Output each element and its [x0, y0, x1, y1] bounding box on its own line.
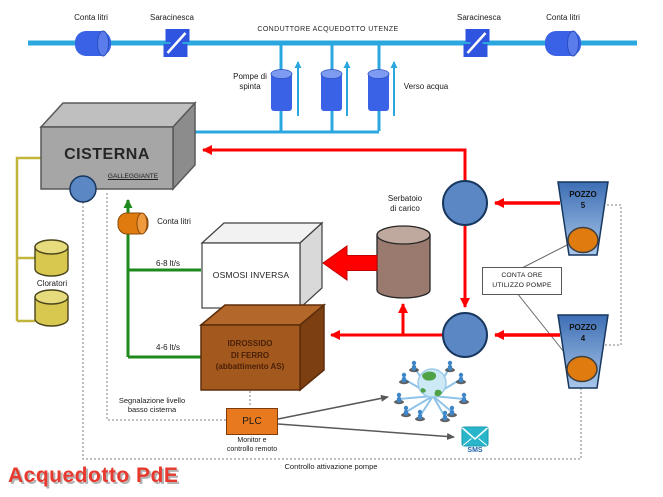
verso-acqua-label: Verso acqua: [403, 82, 449, 91]
flow-meter-right: [545, 30, 581, 57]
aqueduct-pipe: [28, 40, 637, 134]
red-flow-lines: [202, 145, 560, 340]
gate-valve-right: [463, 29, 490, 57]
pozzo5-pump: [567, 226, 599, 254]
controllo-label: Controllo attivazione pompe: [284, 462, 378, 471]
pozzo5-label: POZZO 5: [569, 190, 597, 210]
cloratori-label: Cloratori: [36, 279, 68, 288]
rate-idrossido-label: 4-6 lt/s: [155, 343, 181, 352]
idrossido-label: IDROSSIDO DI FERRO (abbattimento AS): [215, 339, 285, 372]
serbatoio-cylinder: [376, 225, 431, 299]
galleggiante-label: GALLEGGIANTE: [107, 173, 159, 180]
saracinesca-right-label: Saracinesca: [456, 13, 502, 22]
pompe-spinta-label: Pompe di spinta: [233, 72, 267, 91]
conta-litri-meter-cylinder: [117, 212, 149, 235]
flow-meter-left: [75, 30, 111, 57]
cisterna-tank: [39, 101, 197, 191]
cisterna-label: CISTERNA: [64, 146, 150, 163]
osmosi-box: [200, 221, 324, 310]
serbatoio-label: Serbatoio di carico: [387, 194, 423, 213]
conta-ore-box: CONTA ORE UTILIZZO POMPE: [482, 267, 562, 295]
saracinesca-left-label: Saracinesca: [149, 13, 195, 22]
conduit-label: CONDUTTORE ACQUEDOTTO UTENZE: [257, 26, 399, 33]
verso-acqua-arrows: [294, 61, 398, 116]
idrossido-box: [198, 303, 327, 392]
conta-litri-right-label: Conta litri: [546, 13, 580, 22]
sms-label: SMS: [467, 447, 483, 454]
sms-envelope-icon: [461, 426, 489, 447]
segnalazione-label: Segnalazione livello basso cisterna: [118, 396, 186, 415]
network-globe-icon: [394, 360, 469, 423]
pozzo5-shape: [557, 181, 609, 256]
conta-litri-left-label: Conta litri: [74, 13, 108, 22]
conta-ore-label: CONTA ORE UTILIZZO POMPE: [492, 271, 552, 289]
big-red-arrow: [322, 245, 378, 281]
plc-box: PLC: [226, 408, 278, 435]
rate-osmosi-label: 6-8 lt/s: [155, 259, 181, 268]
pump-node-bottom: [442, 312, 488, 358]
plc-caption: Monitor e controllo remoto: [226, 437, 278, 453]
page-title: Acquedotto PdE: [8, 464, 179, 487]
chlorinator-cylinders: [34, 239, 69, 327]
chlorine-lines: [15, 156, 41, 323]
plc-label: PLC: [242, 416, 262, 427]
control-dotted-lines: [82, 193, 622, 460]
plc-arrows: [277, 394, 455, 440]
pozzo4-label: POZZO 4: [569, 323, 597, 343]
booster-pumps: [270, 69, 390, 111]
osmosi-label: OSMOSI INVERSA: [212, 270, 290, 280]
float-switch: [69, 175, 97, 203]
pozzo4-pump: [566, 355, 598, 383]
gate-valve-left: [163, 29, 190, 57]
conta-litri-meter-label: Conta litri: [157, 217, 191, 226]
pozzo4-shape: [557, 314, 609, 389]
pump-node-top: [442, 180, 488, 226]
